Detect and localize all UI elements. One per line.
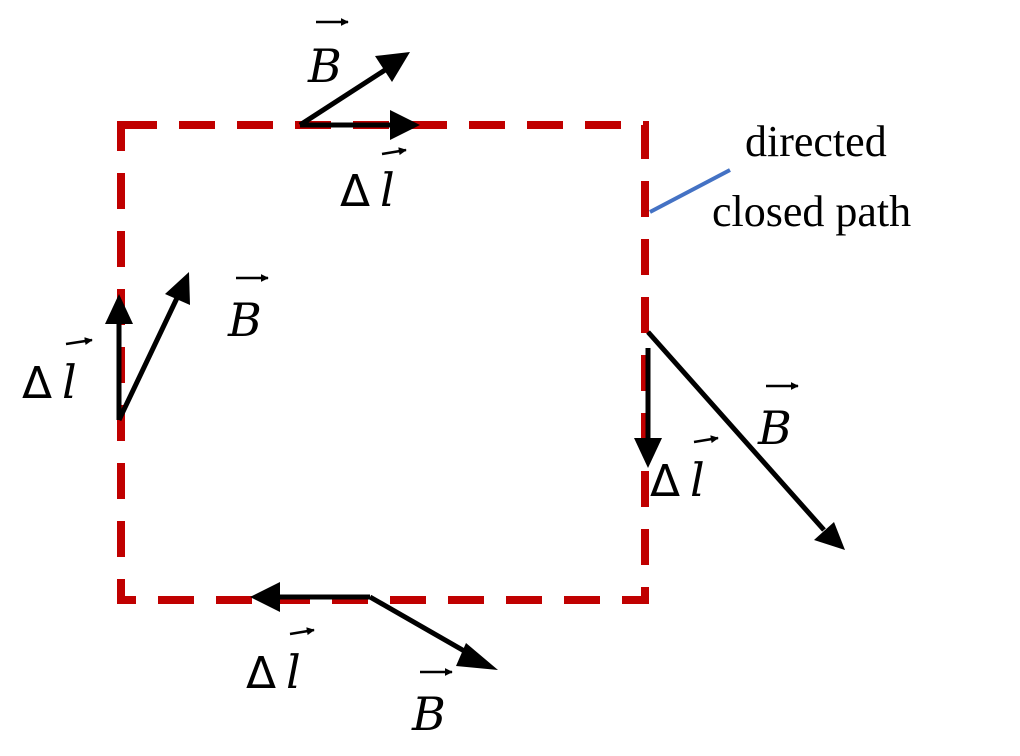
right-ell-glyph: l [690,453,705,507]
right-b-label: B [757,382,799,455]
bottom-b-arrowhead [456,643,498,670]
path-label-leader [649,168,731,214]
bottom-delta-l-arrowhead [250,582,280,612]
left-b-arrowhead [165,272,190,305]
bottom-ell-glyph: l [286,645,301,699]
top-delta-l-label: Δ l [340,147,407,217]
top-b-arrow [298,67,387,128]
bottom-delta-l-label: Δ l [246,627,315,699]
top-delta-glyph: Δ [340,166,370,217]
right-delta-l-label: Δ l [650,435,719,507]
bottom-b-letter: B [411,687,446,741]
top-b-label: B [307,18,349,93]
top-b-letter: B [307,39,342,93]
left-delta-l-arrowhead [105,294,133,324]
left-delta-glyph: Δ [22,358,52,409]
left-ell-glyph: l [62,355,77,409]
path-label: directed closed path [712,117,911,236]
bottom-delta-glyph: Δ [246,648,276,699]
right-delta-l-arrowhead [634,438,662,468]
left-b-arrow [116,296,180,422]
right-b-arrow [646,330,826,532]
path-label-line2: closed path [712,187,911,236]
path-label-line1: directed [745,117,887,166]
right-delta-glyph: Δ [650,456,680,507]
top-delta-l-arrowhead [390,110,420,140]
right-b-letter: B [757,401,792,455]
top-b-arrowhead [375,52,410,82]
top-delta-l-overarrow [381,147,407,156]
left-b-letter: B [227,293,262,347]
top-ell-glyph: l [380,163,395,217]
bottom-b-label: B [411,668,453,741]
right-b-arrowhead [814,522,845,550]
left-delta-l-overarrow [65,337,93,346]
bottom-b-arrow [368,594,475,659]
left-b-label: B [227,274,269,347]
right-delta-l-overarrow [693,435,719,444]
bottom-delta-l-overarrow [289,627,315,636]
left-delta-l-label: Δ l [22,337,93,409]
